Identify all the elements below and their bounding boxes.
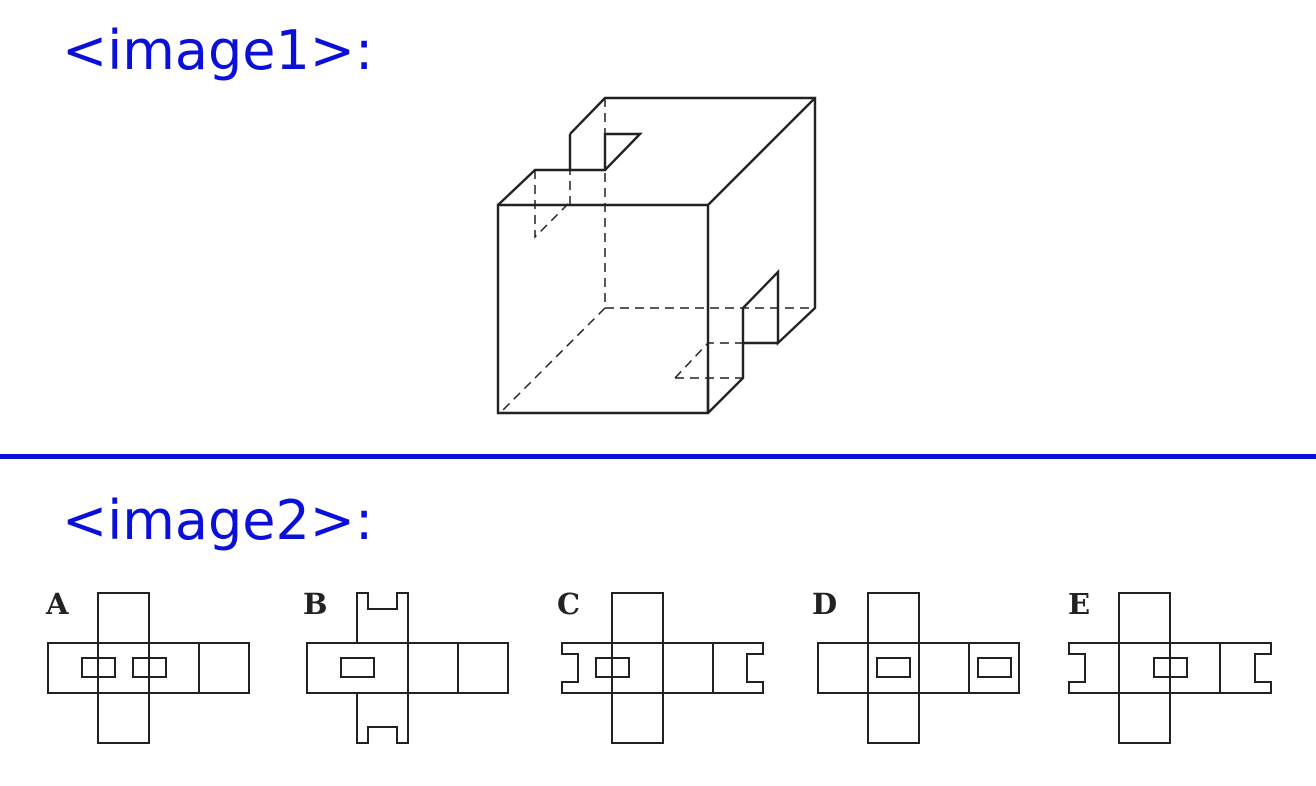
option-d-label: D bbox=[812, 587, 838, 621]
net-option-c[interactable] bbox=[561, 592, 764, 744]
option-b-label: B bbox=[303, 587, 328, 621]
image2-heading: <image2>: bbox=[62, 489, 374, 552]
image1-heading: <image1>: bbox=[62, 19, 374, 82]
cube-visible-edges bbox=[496, 96, 817, 415]
option-e-label: E bbox=[1068, 587, 1091, 621]
net-option-e[interactable] bbox=[1068, 592, 1272, 744]
net-option-b[interactable] bbox=[306, 592, 509, 744]
net-option-a[interactable] bbox=[47, 592, 250, 744]
net-option-d[interactable] bbox=[817, 592, 1020, 744]
option-c-label: C bbox=[557, 587, 581, 621]
section-divider bbox=[0, 454, 1316, 459]
option-a-label: A bbox=[46, 587, 69, 621]
